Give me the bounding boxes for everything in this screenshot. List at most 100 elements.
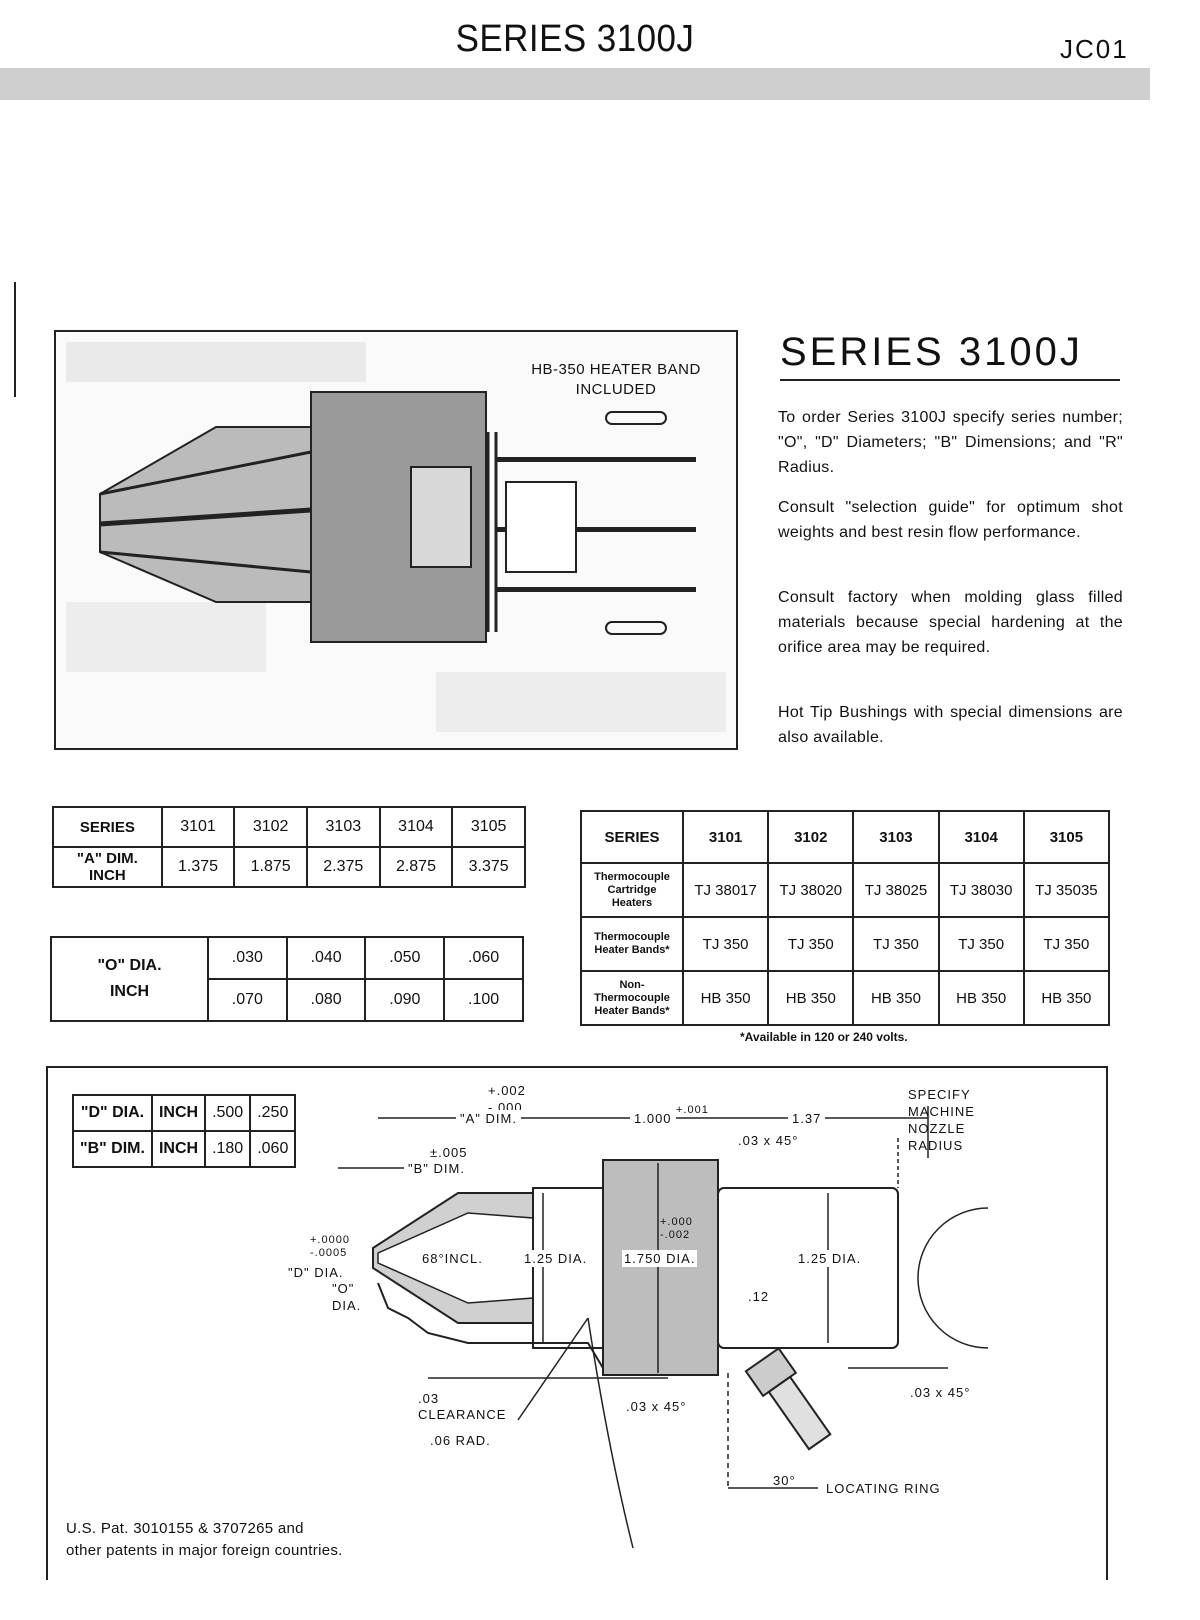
- heater-cell: TJ 38025: [852, 862, 940, 918]
- heater-series-cell: 3103: [852, 810, 940, 864]
- selection-guide-note: Consult "selection guide" for optimum sh…: [778, 499, 1123, 541]
- heater-cell: TJ 350: [681, 916, 770, 972]
- table-row: .070 .080 .090 .100: [51, 978, 524, 1022]
- dim-012-label: .12: [748, 1289, 770, 1304]
- o-dia-header: "O" DIA. INCH: [50, 936, 209, 1022]
- series-cell: 3102: [233, 806, 308, 848]
- dim-value: .500: [204, 1094, 252, 1132]
- dim-unit: INCH: [150, 1130, 207, 1168]
- heater-band-section: [602, 1159, 719, 1376]
- o-dia-label: "O" DIA.: [332, 1280, 361, 1314]
- nozzle-edge-line: [99, 450, 312, 496]
- table-row: "B" DIM. INCH .180 .060: [72, 1130, 297, 1168]
- o-dia-cell: .080: [285, 978, 367, 1022]
- flow-channel-line: [99, 507, 312, 527]
- note-line: SPECIFY: [908, 1087, 971, 1102]
- heater-cell: TJ 350: [767, 916, 855, 972]
- d-dia-tolerance: +.0000 -.0005: [310, 1234, 350, 1260]
- heater-cell: TJ 38020: [767, 862, 855, 918]
- a-dim-cell: 1.875: [233, 846, 308, 888]
- heater-cell: TJ 38017: [681, 862, 770, 918]
- note-line: NOZZLE: [908, 1121, 966, 1136]
- technical-drawing: "D" DIA. INCH .500 .250 "B" DIM. INCH .1…: [46, 1066, 1108, 1580]
- dim-label: "D" DIA.: [72, 1094, 153, 1132]
- row-label-line: Thermocouple: [594, 991, 670, 1004]
- thermocouple-fitting: [744, 1346, 832, 1451]
- page-title: SERIES 3100J: [455, 18, 695, 60]
- dim-label: "B" DIM.: [72, 1130, 153, 1168]
- table-row: Thermocouple Cartridge Heaters TJ 38017 …: [580, 862, 1111, 918]
- table-row: SERIES 3101 3102 3103 3104 3105: [580, 810, 1111, 864]
- heater-cell: TJ 35035: [1022, 862, 1111, 918]
- radius-006-label: .06 RAD.: [430, 1433, 491, 1448]
- terminal-clip: [605, 411, 667, 425]
- series-cell: 3103: [305, 806, 381, 848]
- length-1000-tolerance: +.001: [676, 1104, 709, 1116]
- a-dim-header-line: INCH: [89, 867, 126, 884]
- terminal-clip: [605, 621, 667, 635]
- a-dim-header-line: "A" DIM.: [76, 850, 138, 867]
- heater-cell: HB 350: [681, 970, 770, 1026]
- table-row: "A" DIM. INCH 1.375 1.875 2.375 2.875 3.…: [52, 846, 526, 888]
- table-row: Thermocouple Heater Bands* TJ 350 TJ 350…: [580, 916, 1111, 972]
- figure-caption-line: INCLUDED: [575, 381, 657, 398]
- bushing-neck: [532, 1187, 604, 1349]
- clearance-value: .03: [418, 1391, 440, 1406]
- a-dim-label: "A" DIM.: [456, 1110, 521, 1127]
- row-label-line: Non-: [619, 978, 645, 991]
- o-dia-cell: .040: [285, 936, 367, 980]
- leader-line: [517, 1317, 589, 1421]
- chamfer-right-label: .03 x 45°: [910, 1385, 971, 1400]
- dim-value: .180: [204, 1130, 252, 1168]
- o-dia-cell: .100: [443, 978, 524, 1022]
- page-code: JC01: [1060, 34, 1129, 64]
- table-row: "O" DIA. INCH .030 .040 .050 .060: [50, 936, 524, 1022]
- o-dia-label-line: DIA.: [332, 1298, 362, 1313]
- nozzle-edge-line: [99, 550, 312, 574]
- d-dia-label: "D" DIA.: [288, 1265, 344, 1280]
- tolerance-line: -.0005: [310, 1247, 348, 1259]
- series-a-dim-table: SERIES 3101 3102 3103 3104 3105 "A" DIM.…: [52, 806, 526, 888]
- chamfer-mid-label: .03 x 45°: [626, 1399, 687, 1414]
- figure-caption-line: HB-350 HEATER BAND: [531, 361, 701, 378]
- order-instructions: To order Series 3100J specify series num…: [778, 409, 1123, 476]
- margin-rule: [14, 282, 16, 397]
- faded-text-block: [436, 672, 726, 732]
- heater-cell: TJ 38030: [937, 862, 1025, 918]
- table-row: Non- Thermocouple Heater Bands* HB 350 H…: [580, 970, 1111, 1026]
- dia-125-right-label: 1.25 DIA.: [796, 1250, 864, 1267]
- patent-notice: U.S. Pat. 3010155 & 3707265 and other pa…: [66, 1518, 343, 1562]
- section-title: SERIES 3100J: [780, 330, 1120, 381]
- faded-text-block: [66, 342, 366, 382]
- tolerance-line: +.002: [488, 1083, 526, 1098]
- product-figure: HB-350 HEATER BAND INCLUDED: [54, 330, 738, 750]
- dim-value: .250: [249, 1094, 297, 1132]
- a-dim-cell: 1.375: [160, 846, 236, 888]
- heater-table: SERIES 3101 3102 3103 3104 3105 Thermoco…: [580, 810, 1111, 1026]
- o-dia-table: "O" DIA. INCH .030 .040 .050 .060 .070 .…: [50, 936, 524, 1022]
- faded-text-block: [66, 602, 266, 672]
- heater-cell: TJ 350: [937, 916, 1025, 972]
- nozzle-radius-note: SPECIFY MACHINE NOZZLE RADIUS: [908, 1086, 975, 1154]
- series-cell: 3105: [451, 806, 526, 848]
- series-cell: 3101: [160, 806, 236, 848]
- glass-filled-note: Consult factory when molding glass fille…: [778, 589, 1123, 656]
- shank-line: [496, 527, 696, 532]
- dim-value: .060: [249, 1130, 297, 1168]
- bushing-shank: [717, 1187, 899, 1349]
- nozzle-radius-arc: [917, 1207, 989, 1349]
- dia-125-left-label: 1.25 DIA.: [522, 1250, 590, 1267]
- series-cell: 3104: [378, 806, 454, 848]
- tolerance-line: -.002: [660, 1229, 691, 1241]
- b-dim-tolerance: ±.005: [430, 1145, 468, 1160]
- bushing-collar: [410, 466, 472, 568]
- tolerance-line: +.0000: [310, 1234, 350, 1246]
- cartridge-window: [505, 481, 577, 573]
- angle-30-label: 30°: [773, 1473, 796, 1488]
- row-label-line: Cartridge: [607, 883, 657, 896]
- heater-series-cell: 3105: [1022, 810, 1111, 864]
- b-dim-label: "B" DIM.: [404, 1160, 469, 1177]
- dia-1750-tolerance: +.000 -.002: [660, 1216, 693, 1242]
- bushing-illustration: [66, 342, 726, 732]
- o-dia-header-line: "O" DIA.: [97, 957, 162, 974]
